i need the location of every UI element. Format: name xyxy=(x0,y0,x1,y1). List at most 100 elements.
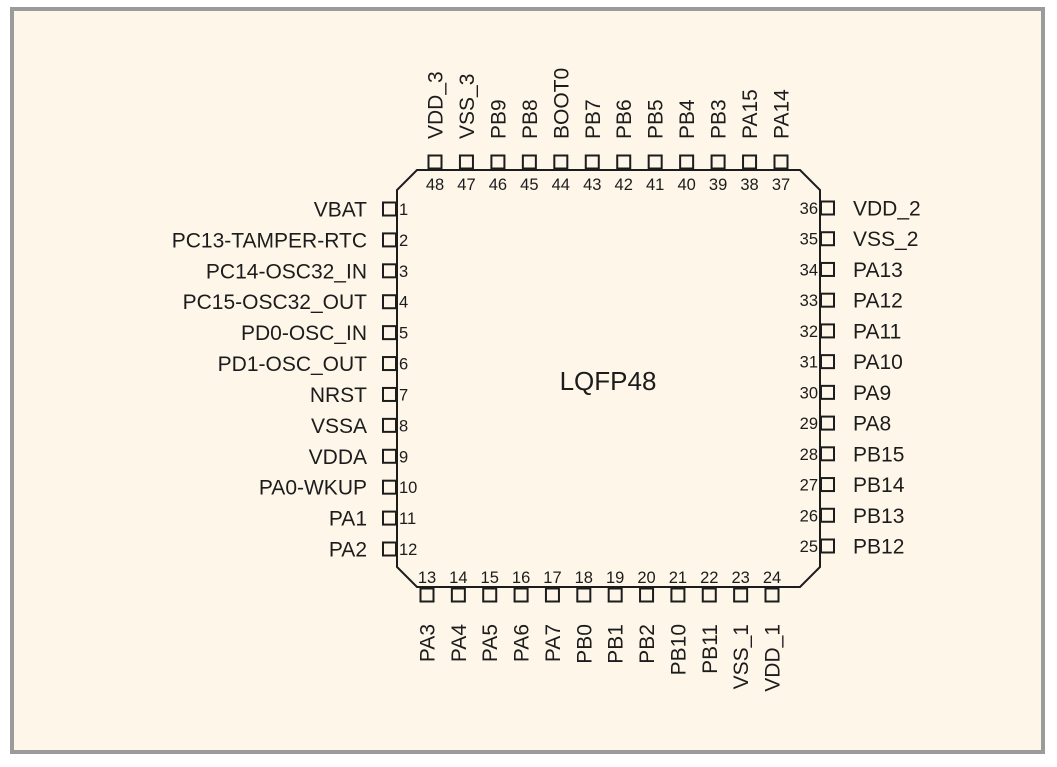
pin-number: 11 xyxy=(399,510,416,528)
pin-number: 44 xyxy=(552,176,570,194)
diagram-frame xyxy=(10,7,1045,754)
pin-pad-37 xyxy=(773,154,789,170)
pin-label: PA0-WKUP xyxy=(259,477,367,500)
pin-pad-21 xyxy=(670,587,686,603)
pin-pad-39 xyxy=(710,154,726,170)
pin-number: 39 xyxy=(709,176,727,194)
pin-number: 22 xyxy=(700,569,718,587)
pin-pad-15 xyxy=(482,587,498,603)
pin-label: VSS_3 xyxy=(456,74,479,139)
pin-number: 6 xyxy=(399,356,408,374)
pin-number: 46 xyxy=(489,176,507,194)
pin-number: 42 xyxy=(615,176,633,194)
package-name: LQFP48 xyxy=(560,366,657,396)
pin-number: 19 xyxy=(606,569,624,587)
pin-number: 18 xyxy=(575,569,593,587)
pin-number: 36 xyxy=(800,200,818,218)
pin-6: 6 PD1-OSC_OUT xyxy=(218,353,409,376)
pin-label: PB14 xyxy=(853,474,905,497)
pin-pad-48 xyxy=(427,154,443,170)
pin-label: VSSA xyxy=(311,415,367,438)
pin-number: 45 xyxy=(520,176,538,194)
pin-pad-30 xyxy=(820,384,835,400)
pin-label: PB0 xyxy=(573,624,596,664)
pin-label: PD0-OSC_IN xyxy=(241,322,367,345)
chip-body xyxy=(396,169,821,588)
pin-pad-34 xyxy=(820,261,835,277)
pin-number: 27 xyxy=(800,477,818,495)
pin-pad-25 xyxy=(820,538,835,554)
pin-pad-32 xyxy=(820,323,835,339)
pin-pad-16 xyxy=(513,587,529,603)
pin-pad-6 xyxy=(382,356,397,372)
pin-number: 25 xyxy=(800,538,818,556)
pin-pad-11 xyxy=(382,510,397,526)
pin-label: PB3 xyxy=(708,99,731,139)
pin-label: BOOT0 xyxy=(550,68,573,139)
pin-pad-26 xyxy=(820,507,835,523)
pin-label: PB13 xyxy=(853,505,904,528)
pin-number: 3 xyxy=(399,263,408,281)
pin-label: PD1-OSC_OUT xyxy=(218,353,368,376)
pin-label: PB11 xyxy=(699,624,722,674)
pin-48: 48 VDD_3 xyxy=(425,71,448,194)
pin-pad-19 xyxy=(607,587,623,603)
pin-label: PC14-OSC32_IN xyxy=(206,260,367,283)
pin-pad-38 xyxy=(742,154,758,170)
pin-label: VSS_1 xyxy=(730,624,753,689)
pin-label: PB8 xyxy=(519,99,542,139)
pin-pad-3 xyxy=(382,263,397,279)
pin-pad-8 xyxy=(382,417,397,433)
pin-label: PA7 xyxy=(542,624,565,662)
pin-label: VDDA xyxy=(309,446,367,469)
pin-3: 3 PC14-OSC32_IN xyxy=(206,260,408,283)
pin-number: 33 xyxy=(800,292,818,310)
pin-label: VDD_1 xyxy=(762,624,785,692)
pin-label: PC13-TAMPER-RTC xyxy=(172,229,367,252)
pin-label: PB1 xyxy=(605,624,628,664)
pin-pad-28 xyxy=(820,446,835,462)
pin-label: PA5 xyxy=(479,624,502,662)
pin-label: VSS_2 xyxy=(853,228,918,251)
pin-pad-43 xyxy=(584,154,600,170)
pin-pad-10 xyxy=(382,479,397,495)
pin-pad-2 xyxy=(382,232,397,248)
pin-label: PA6 xyxy=(511,624,534,662)
pin-number: 28 xyxy=(800,446,818,464)
pin-label: PB2 xyxy=(636,624,659,664)
pin-number: 48 xyxy=(426,176,444,194)
pin-number: 24 xyxy=(763,569,781,587)
pin-label: PA8 xyxy=(853,413,891,436)
pin-label: PB15 xyxy=(853,443,904,466)
pin-pad-7 xyxy=(382,386,397,402)
pin-label: VDD_3 xyxy=(425,71,448,139)
pin-pad-27 xyxy=(820,477,835,493)
pin-pad-4 xyxy=(382,294,397,310)
pin-number: 40 xyxy=(677,176,695,194)
pin-label: PA10 xyxy=(853,351,903,374)
